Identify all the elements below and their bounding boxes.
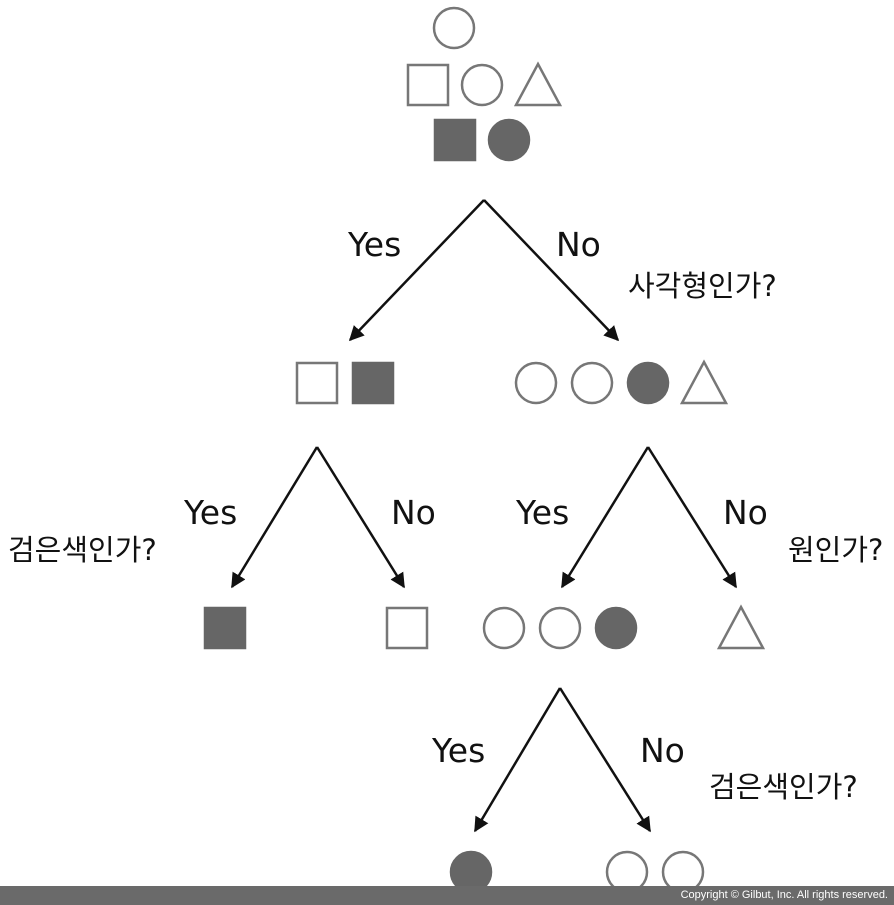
tree-shapes [203,6,766,886]
circles-circle-outline-1 [482,606,526,650]
black_square-square-filled-1 [203,606,247,650]
circles-no-label: No [640,731,685,770]
edge-others-no [646,446,738,589]
question-is-square: 사각형인가? [628,269,777,303]
edge-squares-no [315,446,406,589]
triangle-triangle-outline-1 [716,604,766,650]
squares-no-label: No [391,493,436,532]
copyright-text: Copyright © Gilbut, Inc. All rights rese… [680,889,888,901]
others-circle-outline-2 [570,361,614,405]
white_square-square-outline-1 [385,606,429,650]
edge-circles-no [558,687,652,833]
circles-yes-label: Yes [432,731,486,770]
question-is-circle: 원인가? [788,533,884,567]
tree-canvas [203,6,766,886]
edge-circles-yes [473,687,562,833]
others-circle-outline-1 [514,361,558,405]
others-triangle-outline-4 [679,359,729,405]
root-circle-outline-1 [432,6,476,50]
white_circles-circle-outline-2 [661,850,705,886]
squares-square-filled-2 [351,361,395,405]
copyright-bar: Copyright © Gilbut, Inc. All rights rese… [0,886,894,905]
circles-circle-outline-2 [538,606,582,650]
root-triangle-outline-4 [513,61,563,107]
root-square-filled-5 [433,118,477,162]
squares-square-outline-1 [295,361,339,405]
edge-squares-yes [230,446,319,589]
black_circle-circle-filled-1 [449,850,493,886]
white_circles-circle-outline-1 [605,850,649,886]
root-circle-outline-3 [460,63,504,107]
edge-root-no [483,199,620,342]
tree-edges [230,199,738,833]
question-is-black-squares: 검은색인가? [8,533,157,567]
root-yes-label: Yes [348,225,402,264]
root-circle-filled-6 [487,118,531,162]
squares-yes-label: Yes [184,493,238,532]
edge-root-yes [348,199,485,342]
others-yes-label: Yes [516,493,570,532]
question-is-black-circles: 검은색인가? [709,770,858,804]
edge-others-yes [560,446,650,589]
others-no-label: No [723,493,768,532]
root-square-outline-2 [406,63,450,107]
others-circle-filled-3 [626,361,670,405]
circles-circle-filled-3 [594,606,638,650]
root-no-label: No [556,225,601,264]
